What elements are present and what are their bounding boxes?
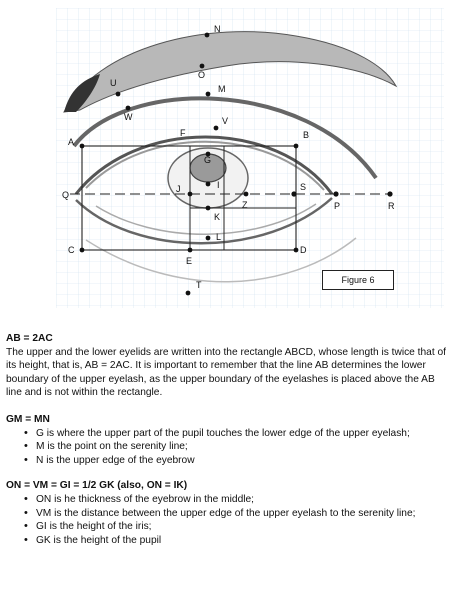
label-q: Q [62,190,69,200]
lower-eyelid-inner [95,203,317,235]
label-d: D [300,245,307,255]
section1-body: The upper and the lower eyelids are writ… [6,346,447,399]
section3-list: ON is he thickness of the eyebrow in the… [6,493,448,547]
point-v [213,125,219,131]
label-c: C [68,245,75,255]
point-p [333,191,339,197]
list-item: ON is he thickness of the eyebrow in the… [24,493,448,507]
eyebrow-shape [63,31,398,113]
label-m: M [218,84,226,94]
point-g [205,151,211,157]
point-m [205,91,211,97]
label-r: R [388,201,395,211]
point-t [185,290,191,296]
point-n [204,32,210,38]
label-f: F [180,128,186,138]
point-i [205,181,211,187]
point-j [187,191,193,197]
point-a [79,143,85,149]
section2-heading: GM = MN [6,413,50,425]
point-l [205,235,211,241]
cheek-line [85,237,357,283]
list-item: GK is the height of the pupil [24,534,448,548]
label-k: K [214,212,220,222]
list-item: GI is the height of the iris; [24,520,448,534]
point-d [293,247,299,253]
section2-list: G is where the upper part of the pupil t… [6,427,448,468]
explanation-text: AB = 2AC The upper and the lower eyelids… [6,332,448,559]
section3-heading: ON = VM = GI = 1/2 GK (also, ON = IK) [6,480,188,492]
label-z: Z [242,200,248,210]
upper-eyelid [74,135,334,195]
point-c [79,247,85,253]
label-u: U [110,78,117,88]
upper-lid-crease [72,96,378,180]
label-g: G [204,155,211,165]
point-e [187,247,193,253]
eye-diagram: N O U M W V A F B G Q J I S P R Z K L C … [56,8,444,308]
point-w [125,105,131,111]
figure-caption: Figure 6 [322,270,394,290]
label-e: E [186,256,192,266]
point-u [115,91,121,97]
label-l: L [216,232,221,242]
label-w: W [124,112,133,122]
point-b [293,143,299,149]
label-i: I [217,180,220,190]
label-o: O [198,70,205,80]
lower-eyelid [75,197,333,245]
label-j: J [176,184,181,194]
section1-heading: AB = 2AC [6,333,53,344]
list-item: N is the upper edge of the eyebrow [24,454,448,468]
list-item: VM is the distance between the upper edg… [24,507,448,521]
eye-proportion-figure: N O U M W V A F B G Q J I S P R Z K L C … [56,8,444,308]
label-t: T [196,280,202,290]
label-n: N [214,24,221,34]
label-b: B [303,130,309,140]
list-item: M is the point on the serenity line; [24,440,448,454]
label-a: A [68,137,74,147]
eyebrow-head [64,74,100,112]
list-item: G is where the upper part of the pupil t… [24,427,448,441]
label-p: P [334,201,340,211]
points [79,32,393,296]
point-z [243,191,249,197]
point-s [291,191,297,197]
point-k [205,205,211,211]
point-o [199,63,205,69]
label-v: V [222,116,228,126]
point-r [387,191,393,197]
upper-eyelid-inner [85,140,325,191]
label-s: S [300,182,306,192]
